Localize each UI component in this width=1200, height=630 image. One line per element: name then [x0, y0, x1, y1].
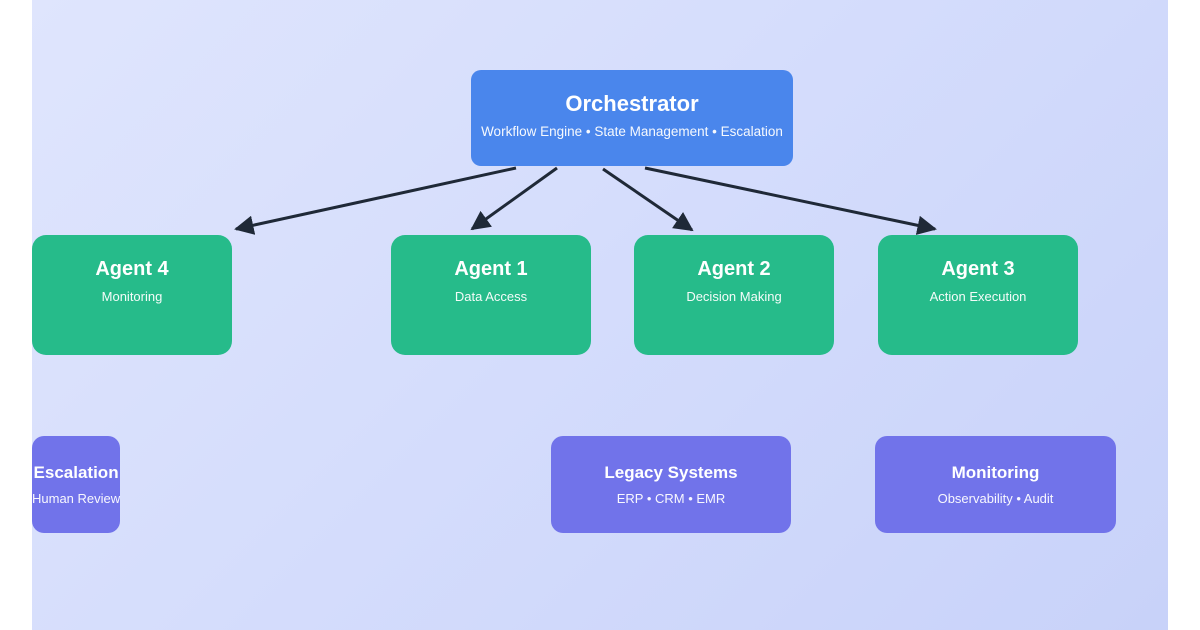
agent-2-subtitle: Decision Making — [686, 289, 782, 304]
agent-2-node: Agent 2 Decision Making — [634, 235, 834, 355]
monitoring-subtitle: Observability • Audit — [937, 491, 1054, 506]
escalation-title: Escalation — [33, 463, 119, 482]
orchestrator-subtitle: Workflow Engine • State Management • Esc… — [481, 124, 783, 139]
agent-2-title: Agent 2 — [697, 258, 771, 280]
agent-4-title: Agent 4 — [95, 258, 169, 280]
escalation-subtitle: Human Review — [32, 491, 121, 506]
agent-1-subtitle: Data Access — [454, 289, 528, 304]
agent-1-title: Agent 1 — [454, 258, 528, 280]
agent-4-subtitle: Monitoring — [101, 289, 163, 304]
agent-3-node: Agent 3 Action Execution — [878, 235, 1078, 355]
diagram-canvas: Orchestrator Workflow Engine • State Man… — [32, 0, 1168, 630]
legacy-systems-title: Legacy Systems — [604, 463, 738, 482]
agent-4-node: Agent 4 Monitoring — [32, 235, 232, 355]
monitoring-title: Monitoring — [951, 463, 1040, 482]
agent-1-node: Agent 1 Data Access — [391, 235, 591, 355]
agent-3-subtitle: Action Execution — [929, 289, 1027, 304]
legacy-systems-subtitle: ERP • CRM • EMR — [616, 491, 726, 506]
orchestrator-title: Orchestrator — [565, 91, 699, 116]
escalation-node: Escalation Human Review — [32, 436, 121, 533]
orchestrator-node: Orchestrator Workflow Engine • State Man… — [471, 70, 793, 166]
legacy-systems-node: Legacy Systems ERP • CRM • EMR — [551, 436, 791, 533]
monitoring-node: Monitoring Observability • Audit — [875, 436, 1116, 533]
agent-3-title: Agent 3 — [941, 258, 1015, 280]
